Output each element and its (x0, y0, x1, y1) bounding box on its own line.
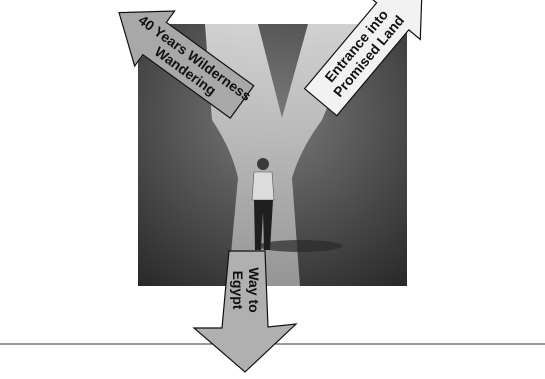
figure-shadow (258, 240, 342, 252)
egypt-label-line1: Way to (246, 267, 262, 312)
egypt-label-line2: Egypt (230, 271, 246, 310)
